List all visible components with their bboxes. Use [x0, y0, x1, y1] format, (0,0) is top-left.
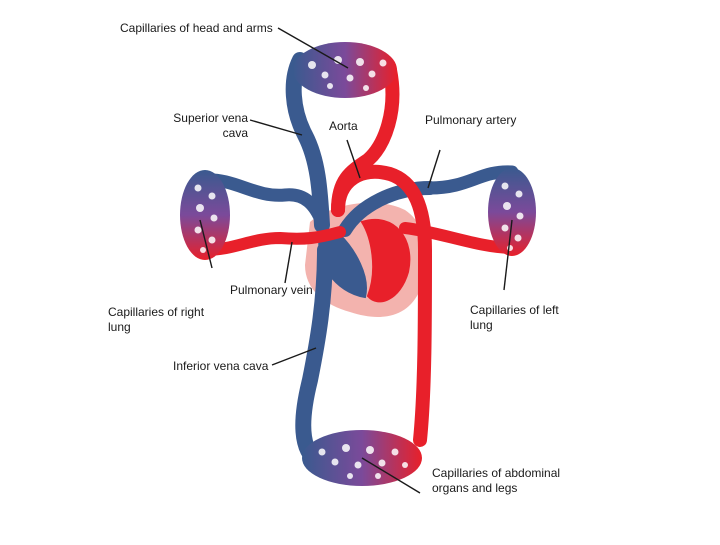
label-inferior-vena-cava: Inferior vena cava: [173, 359, 269, 373]
label-capillaries-left-lung: Capillaries of left lung: [470, 303, 559, 332]
pulmonary-vein-right: [199, 226, 346, 256]
capillary-head-arms: [293, 42, 397, 98]
leader-left-lung: [503, 219, 513, 291]
oxygenated-vessels: [199, 63, 518, 447]
leader-inferior-vena-cava: [271, 347, 317, 366]
label-capillaries-abdominal-legs: Capillaries of abdominal organs and legs: [432, 466, 561, 495]
inferior-vena-cava: [295, 242, 333, 470]
right-ventricle: [318, 234, 367, 299]
leader-pulmonary-vein: [284, 241, 293, 284]
label-superior-vena-cava: Superior vena cava: [173, 111, 248, 140]
leader-right-lung: [199, 219, 213, 269]
leader-aorta: [346, 139, 361, 179]
label-capillaries-right-lung: Capillaries of right lung: [108, 305, 205, 334]
aortic-arch: [331, 164, 433, 447]
leader-abdominal-legs: [361, 457, 421, 494]
deoxygenated-vessels: [198, 52, 519, 470]
leader-pulmonary-artery: [427, 149, 441, 189]
label-pulmonary-artery: Pulmonary artery: [425, 113, 517, 127]
label-aorta: Aorta: [329, 119, 358, 133]
superior-vena-cava: [285, 52, 330, 233]
capillary-right-lung: [180, 170, 230, 260]
leader-superior-vena-cava: [249, 119, 303, 136]
leader-lines: [199, 27, 513, 494]
pulmonary-artery-trunk: [338, 181, 437, 237]
leader-head-arms: [277, 27, 349, 69]
label-pulmonary-vein: Pulmonary vein: [230, 283, 313, 297]
label-capillaries-head-arms: Capillaries of head and arms: [120, 21, 273, 35]
left-ventricle: [360, 219, 411, 303]
capillary-left-lung: [488, 168, 536, 256]
right-lung-return: [198, 173, 329, 229]
